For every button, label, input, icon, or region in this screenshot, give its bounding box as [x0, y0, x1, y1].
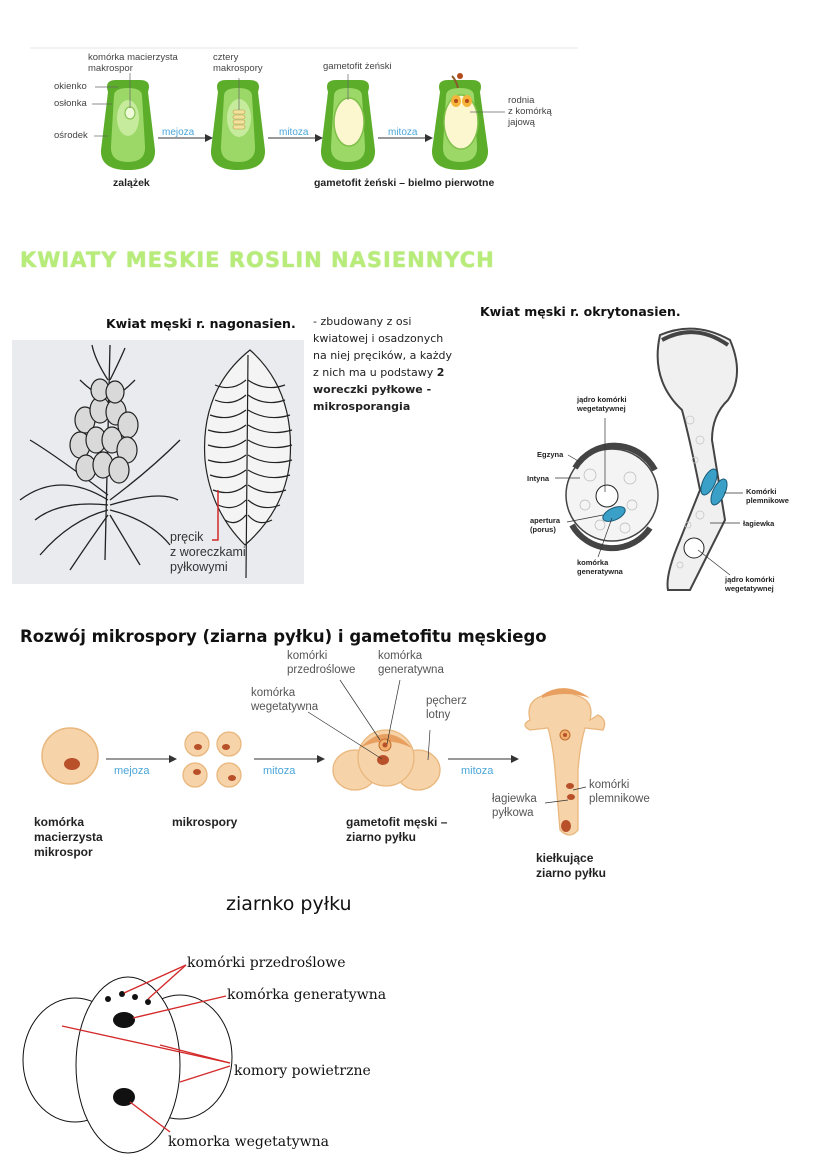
angio-label-exine: Egzyna: [537, 450, 564, 459]
dev-caption-gametophyte: gametofit męski – ziarno pyłku: [346, 815, 448, 844]
ovule-label-micropyle: okienko: [54, 81, 87, 92]
germinating-grain-illustration: [524, 688, 606, 836]
leader-aperture: [566, 514, 604, 523]
ovule-label-archegonia: rodnia z komórką jajową: [508, 95, 552, 128]
angio-label-aperture: apertura (porus): [530, 516, 561, 534]
leader-pollen-tube: [544, 799, 569, 804]
stamen-pointer-line: [212, 490, 219, 541]
dev-arrow-label-1: mejoza: [114, 765, 150, 777]
leader-generative: [597, 517, 613, 558]
stamen-label: pręcik z woreczkami pyłkowymi: [170, 530, 246, 574]
pollen-grain-title: ziarnko pyłku: [226, 893, 352, 915]
dev-arrow-label-2: mitoza: [263, 765, 296, 777]
angio-label-veg-nucleus-top: jądro komórki wegetatywnej: [577, 395, 627, 413]
ovule-label-nucellus: ośrodek: [54, 130, 88, 141]
germinating-pollen-tube-illustration: [656, 327, 739, 591]
dev-label-prothallial: komórki przedroślowe: [287, 650, 356, 676]
description-plain: - zbudowany z osi kwiatowej i osadzonych…: [313, 315, 453, 379]
leader-dev-vegetative: [307, 711, 383, 760]
leader-sperm-cells: [572, 786, 587, 791]
dev-label-pollen-tube: łagiewka pyłkowa: [492, 793, 537, 819]
ovule-stage-4-illustration: [431, 73, 489, 170]
microspores-illustration: [182, 731, 242, 788]
dev-label-sperm-cells: komórki plemnikowe: [589, 779, 650, 805]
ovule-stage-1-illustration: [100, 80, 156, 170]
ovule-caption: zalążek: [113, 177, 150, 189]
pollen-grain-drawing: [22, 976, 233, 1154]
pollen-grain-section-illustration: [565, 442, 659, 552]
section-heading: KWIATY MESKIE ROSLIN NASIENNYCH: [20, 248, 495, 272]
male-gametophyte-illustration: [332, 729, 441, 791]
angio-label-tube: łagiewka: [743, 519, 775, 528]
ovule-arrow-label-3: mitoza: [388, 127, 418, 138]
gymnosperm-title: Kwiat męski r. nagonasien.: [106, 316, 296, 331]
dev-label-generative: komórka generatywna: [378, 650, 444, 676]
dev-caption-microspores: mikrospory: [172, 815, 238, 829]
ovule-stage-3-illustration: [320, 80, 376, 170]
description-bold: 2 woreczki pyłkowe - mikrosporangia: [313, 366, 445, 413]
leader-veg-nucleus-bottom: [697, 549, 731, 576]
dev-caption-mother: komórka macierzysta mikrospor: [34, 815, 103, 859]
pollen-grain-nuclei: [105, 991, 151, 1106]
dev-label-air-sac: pęcherz lotny: [426, 695, 467, 721]
pine-male-cones-illustration: [69, 378, 139, 484]
ovule-label-female-gametophyte: gametofit żeński: [323, 61, 392, 72]
gymnosperm-description: - zbudowany z osi kwiatowej i osadzonych…: [313, 313, 453, 415]
grain-label-generative: komórka generatywna: [227, 987, 387, 1003]
ovule-stage-2-illustration: [210, 80, 266, 170]
male-cone-section-illustration: [203, 349, 293, 579]
grain-label-prothallial: komórki przedroślowe: [187, 955, 346, 971]
dev-label-vegetative: komórka wegetatywna: [251, 687, 319, 713]
angio-label-intine: Intyna: [527, 474, 550, 483]
dev-arrow-label-3: mitoza: [461, 765, 494, 777]
angio-label-generative: komórka generatywna: [577, 558, 623, 576]
leader-dev-generative: [386, 679, 401, 745]
ovule-label-four-macro: cztery makrospory: [213, 52, 263, 74]
grain-label-vegetative: komorka wegetatywna: [168, 1134, 329, 1150]
angio-label-veg-nucleus-bottom: jądro komórki wegetatywnej: [725, 575, 775, 593]
pine-branch-illustration: [19, 344, 181, 571]
pollen-grain-pointers: [61, 964, 231, 1133]
ovule-label-integument: osłonka: [54, 98, 87, 109]
angiosperm-title: Kwiat męski r. okrytonasien.: [480, 304, 681, 319]
dev-caption-germinating: kiełkujące ziarno pyłku: [536, 851, 607, 880]
ovule-label-macro-mother: komórka macierzysta makrospor: [88, 52, 178, 74]
leader-exine: [567, 454, 581, 463]
mother-cell-illustration: [41, 727, 99, 785]
grain-label-air-sacs: komory powietrzne: [234, 1063, 371, 1079]
leader-prothallial: [339, 679, 381, 741]
leader-air-sac: [427, 729, 431, 761]
gametophyte-caption: gametofit żeński – bielmo pierwotne: [314, 177, 495, 189]
ovule-arrow-label-2: mitoza: [279, 127, 309, 138]
development-title: Rozwój mikrospory (ziarna pyłku) i gamet…: [20, 627, 547, 646]
angio-label-sperm: Komórki plemnikowe: [746, 487, 789, 505]
ovule-arrow-label-1: mejoza: [162, 127, 195, 138]
